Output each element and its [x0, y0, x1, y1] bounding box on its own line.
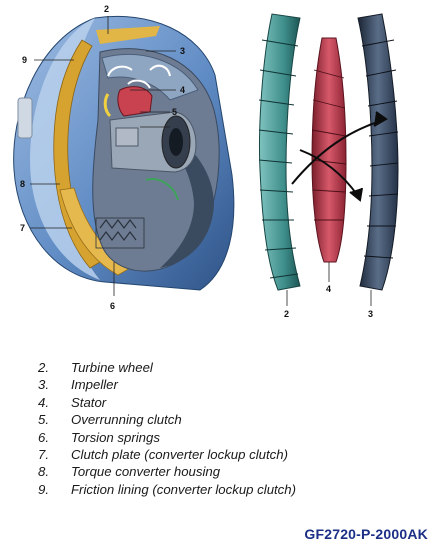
friction-lining	[53, 39, 101, 269]
stator-section	[117, 86, 153, 117]
cutaway-view	[13, 15, 235, 291]
legend-label: Impeller	[71, 377, 118, 393]
legend-number: 6.	[38, 429, 49, 445]
legend-item: 9. Friction lining (converter lockup clut…	[38, 481, 296, 498]
callout-right-4: 4	[326, 284, 331, 294]
legend-item: 6. Torsion springs	[38, 429, 296, 446]
callout-left-8: 8	[20, 179, 25, 189]
legend-number: 5.	[38, 412, 49, 428]
legend-item: 2. Turbine wheel	[38, 359, 296, 376]
impeller-vanes	[361, 39, 399, 259]
legend-label: Torque converter housing	[71, 464, 221, 480]
legend-label: Stator	[71, 394, 107, 410]
legend-item: 5. Overrunning clutch	[38, 411, 296, 428]
callout-left-4: 4	[180, 85, 185, 95]
exploded-view	[258, 13, 399, 291]
legend-number: 8.	[38, 464, 49, 480]
stator-vanes	[311, 69, 347, 221]
spring-retainer	[95, 217, 145, 249]
callout-left-2: 2	[104, 4, 109, 14]
fluid-flow-arrows	[107, 64, 171, 89]
overrunning-clutch	[115, 127, 139, 147]
callout-left-9: 9	[22, 55, 27, 65]
legend-number: 2.	[38, 360, 49, 375]
callout-left-7: 7	[20, 223, 25, 233]
callout-left-5: 5	[172, 107, 177, 117]
turbine-wheel	[259, 13, 301, 291]
legend-label: Overrunning clutch	[71, 412, 182, 428]
yellow-seal	[103, 93, 112, 118]
guide-ring	[145, 178, 179, 201]
friction-lining-top	[96, 26, 160, 44]
shaft-bore	[169, 128, 183, 156]
flow-arrows-crossing	[291, 111, 388, 202]
legend-number: 9.	[38, 481, 49, 497]
legend-item: 4. Stator	[38, 394, 296, 411]
callout-left-3: 3	[180, 46, 185, 56]
legend-label: Torsion springs	[71, 429, 160, 445]
callout-right-3: 3	[368, 309, 373, 319]
torsion-springs	[99, 219, 137, 241]
impeller-wheel	[357, 13, 399, 291]
legend-number: 3.	[38, 377, 49, 393]
leader-lines	[30, 16, 372, 306]
legend-item: 7. Clutch plate (converter lockup clutch)	[38, 446, 296, 463]
legend-number: 7.	[38, 446, 49, 462]
impeller-shell	[150, 120, 214, 268]
legend-item: 3. Impeller	[38, 376, 296, 393]
housing-bolt-boss	[17, 97, 33, 139]
document-code: GF2720-P-2000AK	[304, 526, 428, 542]
turbine-blade-region	[101, 54, 199, 101]
parts-legend: 2. Turbine wheel 3. Impeller 4. Stator 5. Ov…	[38, 359, 296, 498]
turbine-vanes	[258, 39, 299, 279]
housing-front-face	[30, 18, 100, 280]
legend-label: Turbine wheel	[71, 360, 153, 375]
callout-right-2: 2	[284, 309, 289, 319]
legend-label: Clutch plate (converter lockup clutch)	[71, 446, 288, 462]
legend-label: Friction lining (converter lockup clutch…	[71, 481, 297, 497]
legend-item: 8. Torque converter housing	[38, 463, 296, 480]
stator-wheel	[311, 37, 347, 263]
torque-converter-figure: 2 3 4 5 6 7 8 9 2 3 4	[13, 4, 399, 319]
callout-left-6: 6	[110, 301, 115, 311]
legend-number: 4.	[38, 394, 49, 410]
